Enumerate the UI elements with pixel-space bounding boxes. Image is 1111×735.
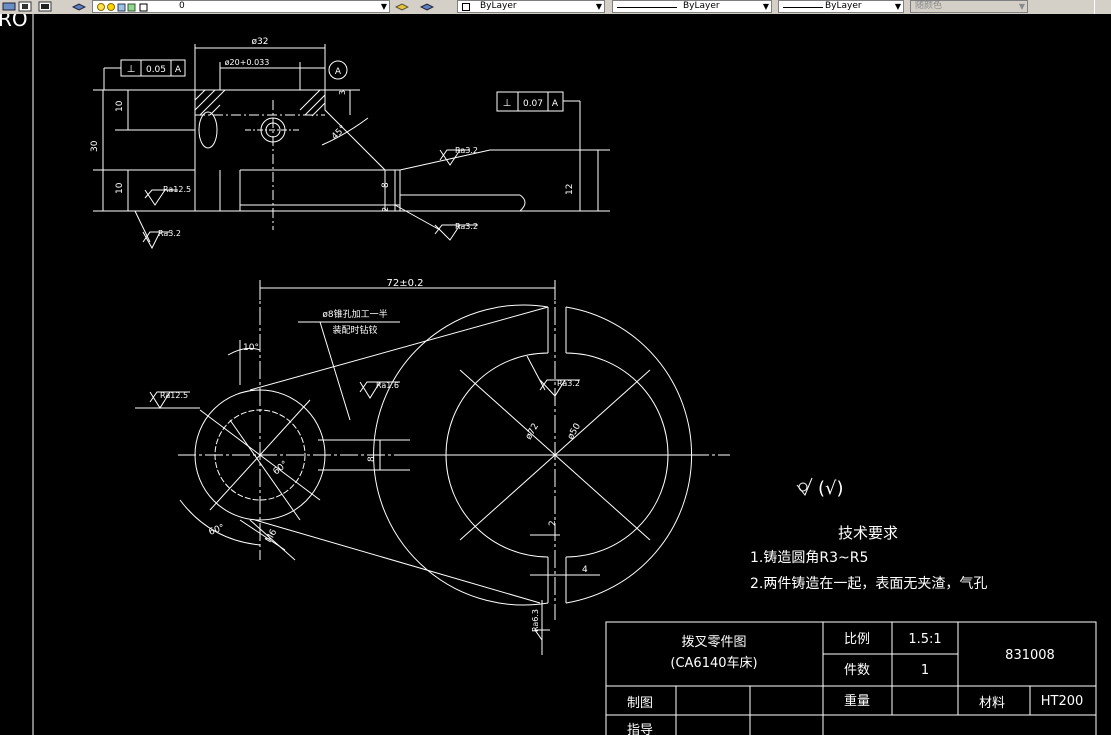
roughness-sym-7 [539,379,580,397]
roughness-sym-6 [359,381,400,399]
tolerance-1-symbol: ⊥ [127,64,136,75]
roughness-sym-2 [144,189,178,206]
dim-width: ø32 [252,37,269,47]
chevron-down-icon: ▼ [380,2,387,11]
match-layer-icon[interactable] [18,1,32,12]
roughness-general-mark [796,477,813,496]
note-line1: ø8锥孔加工一半 [322,308,387,320]
side-hole [198,111,218,149]
dim-right: 12 [565,184,575,195]
roughness-sym-5 [149,391,190,409]
section-hatch [194,89,326,117]
small-boss-inner [214,409,306,501]
roughness-label-4: Ra3.2 [455,222,478,231]
linetype-selector[interactable]: ByLayer ▼ [612,0,772,13]
dim-bore: ø20+0.033 [225,58,270,67]
big-ring-outer [373,304,549,606]
dim-gap: 2 [381,207,390,212]
color-swatch [462,3,470,11]
roughness-label-8: Ra6.3 [531,609,540,632]
chevron-down-icon: ▼ [1018,2,1025,11]
note-line2: 装配时钻铰 [332,324,377,336]
model-label: RO [0,14,28,31]
color-selector[interactable]: ByLayer ▼ [457,0,605,13]
layer-stack-icon[interactable] [72,1,86,12]
front-view: ⊥ 0.05 A [93,44,610,250]
chevron-down-icon: ▼ [894,2,901,11]
count-value: 1 [921,663,929,678]
weight-label: 重量 [844,693,870,709]
dim-slot: 8 [381,182,391,188]
dim-lower: 10 [115,182,125,194]
plan-view [135,280,813,655]
lineweight-selector[interactable]: ByLayer ▼ [778,0,904,13]
layer-selector[interactable]: 0 ▼ [92,0,390,13]
drawing-canvas[interactable]: RO ⊥ 0.05 A [0,14,1111,735]
roughness-sym-4 [434,224,478,241]
dim-4: 4 [582,565,588,575]
scale-label: 比例 [844,632,870,647]
drawing-number: 831008 [1005,648,1055,663]
dim-center: 72±0.2 [386,278,423,289]
tech-req-title: 技术要求 [838,524,898,542]
roughness-sym-8 [534,629,550,641]
make-current-icon[interactable] [395,1,409,12]
count-label: 件数 [844,663,870,678]
tolerance-frame-1 [103,59,186,90]
tech-req-item1: 1.铸造圆角R3~R5 [750,550,868,566]
tech-req-item2: 2.两件铸造在一起，表面无夹渣，气孔 [750,576,987,592]
roughness-label-7: Ra3.2 [557,379,580,388]
drawing-title-line1: 拨叉零件图 [681,635,746,650]
tolerance-2-value: 0.07 [523,99,543,109]
roughness-note: (√) [818,478,844,499]
roughness-label-6: Ra1.6 [376,381,399,390]
roughness-sym-1 [439,149,470,166]
roughness-label-2: Ra12.5 [163,185,191,194]
linetype-preview [617,7,677,8]
small-boss-outer [194,389,326,521]
chevron-down-icon: ▼ [595,2,602,11]
guided-label: 指导 [627,723,653,735]
dim-ring-gap: 2 [548,520,558,526]
layer-previous-stack-icon[interactable] [420,1,434,12]
roughness-label-5: Ra12.5 [160,391,188,400]
scale-value: 1.5:1 [908,632,941,647]
dim-height: 30 [90,140,100,152]
layer-name: 0 [179,1,185,11]
dim-upper: 10 [115,100,125,112]
plotstyle-selector: 随颜色 ▼ [910,0,1028,13]
tolerance-frame-2 [496,91,581,150]
title-block [605,621,1097,735]
material-value: HT200 [1041,694,1084,709]
angle-top: 10° [243,343,259,353]
datum-marker: A [335,67,342,77]
dim-top-right: 3 [338,90,347,95]
tolerance-2-symbol: ⊥ [503,98,512,109]
properties-toolbar: 0 ▼ ByLayer ▼ ByLayer ▼ ByLayer ▼ 随颜色 ▼ [0,0,1111,15]
material-label: 材料 [979,696,1005,711]
drafted-label: 制图 [627,696,653,711]
tolerance-1-value: 0.05 [146,65,166,75]
tolerance-1-datum: A [175,65,182,75]
toolbar-scroll[interactable] [1094,0,1111,14]
drawing-title-line2: (CA6140车床) [670,655,757,671]
dim-8: 8 [367,456,377,462]
roughness-label-1: Ra3.2 [455,146,478,155]
roughness-sym-3 [142,231,170,250]
chevron-down-icon: ▼ [762,2,769,11]
tolerance-2-datum: A [552,99,559,109]
datum-circle [328,60,348,80]
layer-manager-icon[interactable] [2,1,16,12]
layer-state-icons [97,3,148,12]
lineweight-preview [783,7,823,8]
layer-previous-icon[interactable] [38,1,52,12]
roughness-label-3: Ra3.2 [158,229,181,238]
